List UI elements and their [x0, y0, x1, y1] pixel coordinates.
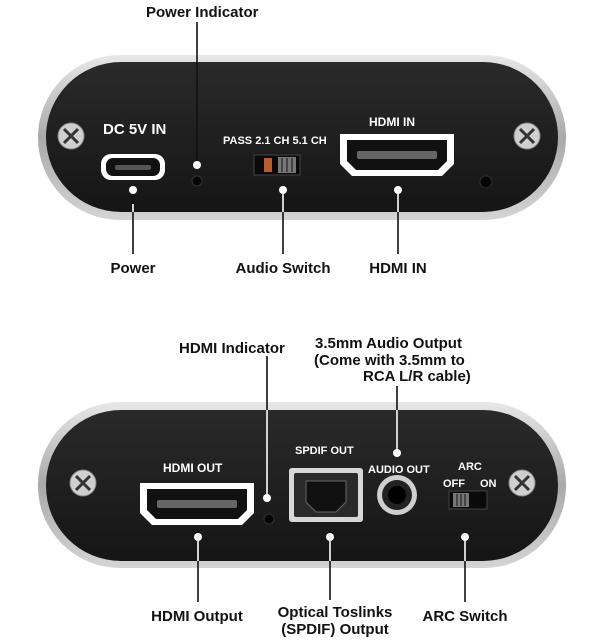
callout-optical-line1: Optical Toslinks [277, 604, 393, 621]
arc-off-label: OFF [443, 478, 465, 490]
hdmi-in-panel-label: HDMI IN [369, 115, 415, 129]
audio-jack-icon[interactable] [377, 475, 417, 515]
callout-dot [461, 533, 469, 541]
callout-audio-output-line1: 3.5mm Audio Output [315, 335, 462, 352]
screw-icon [69, 469, 97, 497]
dc-in-label: DC 5V IN [103, 121, 167, 138]
callout-optical-line2: (SPDIF) Output [281, 621, 389, 638]
callout-audio-switch: Audio Switch [235, 260, 331, 277]
callout-power-indicator: Power Indicator [146, 4, 259, 21]
audio-out-panel-label: AUDIO OUT [368, 464, 430, 476]
bottom-panel [38, 356, 566, 602]
screw-icon [508, 469, 536, 497]
callout-hdmi-indicator: HDMI Indicator [179, 340, 285, 357]
screw-icon [57, 122, 85, 150]
callout-audio-output-line3: RCA L/R cable) [363, 368, 471, 385]
callout-dot [326, 533, 334, 541]
arc-on-label: ON [480, 478, 497, 490]
callout-dot [129, 186, 137, 194]
arc-switch-slider-icon[interactable] [448, 490, 488, 510]
callout-hdmi-output: HDMI Output [151, 608, 243, 625]
callout-audio-output-line2: (Come with 3.5mm to [314, 352, 465, 369]
callout-dot [193, 161, 201, 169]
hdmi-out-panel-label: HDMI OUT [163, 461, 223, 475]
callout-arc-switch: ARC Switch [422, 608, 508, 625]
micro-usb-port-icon[interactable] [101, 154, 165, 180]
arc-panel-label: ARC [458, 461, 482, 473]
callout-dot [263, 494, 271, 502]
power-led-icon [191, 175, 203, 187]
callout-dot [279, 186, 287, 194]
pass-mode-label: PASS 2.1 CH 5.1 CH [223, 135, 327, 147]
spdif-out-panel-label: SPDIF OUT [295, 445, 354, 457]
hdmi-out-port-icon[interactable] [140, 483, 254, 525]
hdmi-in-port-icon[interactable] [340, 134, 454, 176]
screw-icon [513, 122, 541, 150]
top-indicator-hole-icon [479, 175, 493, 189]
top-panel [38, 22, 566, 254]
spdif-optical-port-icon[interactable] [289, 468, 363, 522]
callout-dot [394, 186, 402, 194]
callout-power: Power [110, 260, 156, 277]
callout-hdmi-in: HDMI IN [369, 260, 427, 277]
hdmi-led-icon [263, 513, 275, 525]
audio-switch-slider-icon[interactable] [253, 154, 301, 176]
callout-dot [194, 533, 202, 541]
callout-dot [393, 449, 401, 457]
